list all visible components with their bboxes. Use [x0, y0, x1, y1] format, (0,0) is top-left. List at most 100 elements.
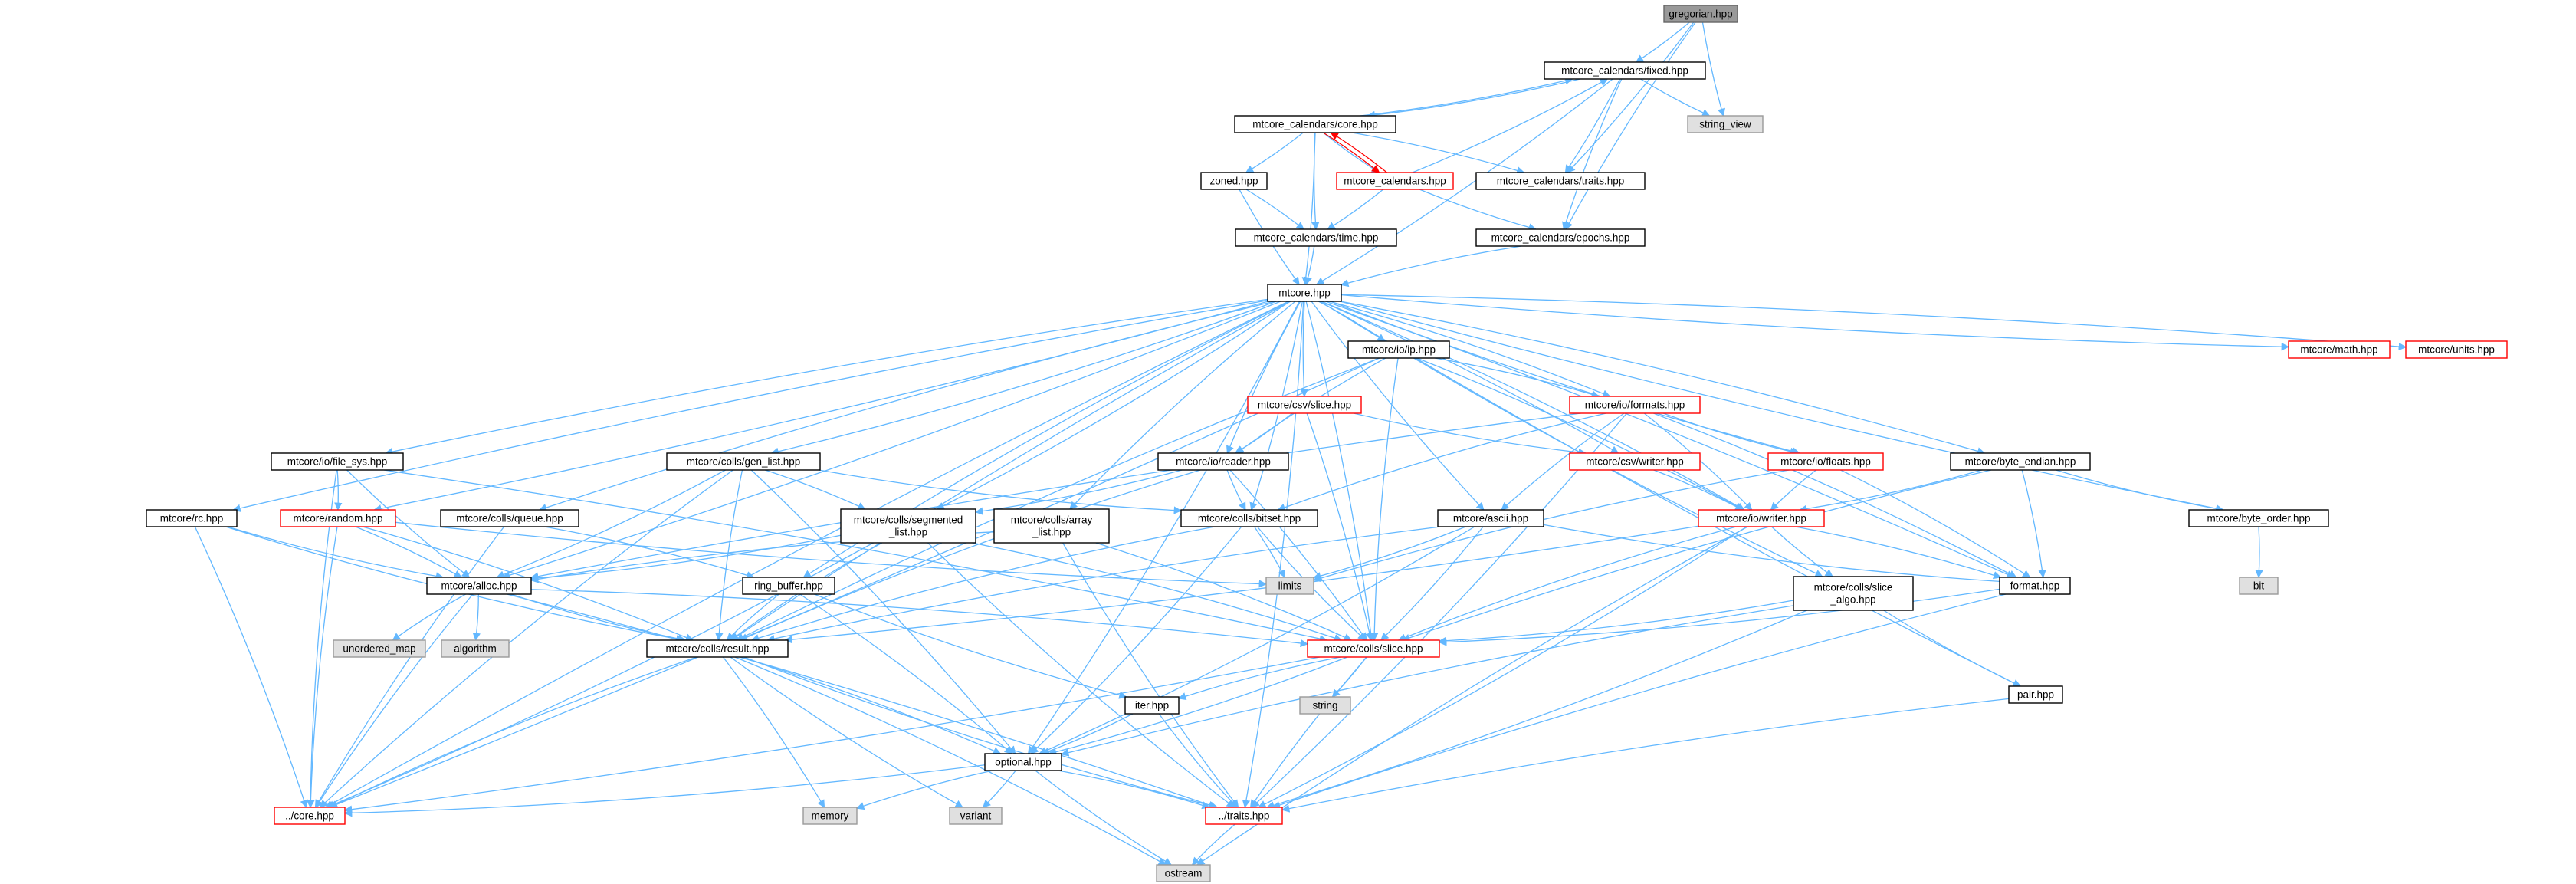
- node-segmented[interactable]: mtcore/colls/segmented_list.hpp: [840, 508, 976, 544]
- node-variant[interactable]: variant: [949, 807, 1003, 825]
- edge-file_sys-to-alloc: [346, 469, 471, 578]
- edge-bitset-to-limits: [1254, 526, 1285, 578]
- node-result[interactable]: mtcore/colls/result.hpp: [646, 639, 789, 658]
- node-floats[interactable]: mtcore/io/floats.hpp: [1767, 452, 1884, 471]
- node-memory[interactable]: memory: [802, 807, 858, 825]
- node-label: unordered_map: [343, 643, 415, 655]
- node-ostream[interactable]: ostream: [1156, 864, 1211, 882]
- edge-ascii-to-colls_slice: [1380, 526, 1484, 641]
- node-slice-algo[interactable]: mtcore/colls/slice_algo.hpp: [1793, 576, 1914, 611]
- node-rc[interactable]: mtcore/rc.hpp: [146, 509, 238, 527]
- node-box: [1544, 61, 1706, 80]
- edge-mtcal-to-core_cal: [1330, 132, 1387, 173]
- node-fixed[interactable]: mtcore_calendars/fixed.hpp: [1544, 61, 1706, 80]
- edge-csv_slice-to-colls_slice: [1306, 412, 1373, 642]
- node-box: [1767, 452, 1884, 471]
- node-unordered-map[interactable]: unordered_map: [333, 639, 426, 658]
- node-traits-hpp[interactable]: ../traits.hpp: [1205, 807, 1283, 825]
- edge-result-to-traits_hpp: [743, 656, 1219, 810]
- edge-segmented-to-traits_hpp: [927, 542, 1235, 808]
- node-label: bit: [2253, 580, 2265, 592]
- node-alloc[interactable]: mtcore/alloc.hpp: [426, 577, 532, 595]
- edge-core_cal-to-traits_cal: [1351, 132, 1525, 175]
- node-reader[interactable]: mtcore/io/reader.hpp: [1157, 452, 1289, 471]
- edge-mtcal-to-fixed: [1412, 78, 1608, 173]
- node-algorithm[interactable]: algorithm: [441, 639, 510, 658]
- node-byte-endian[interactable]: mtcore/byte_endian.hpp: [1950, 452, 2091, 471]
- node-string-view[interactable]: string_view: [1687, 115, 1764, 133]
- node-box: [271, 452, 404, 471]
- edge-io_writer-to-colls_slice: [1397, 526, 1737, 642]
- node-formats[interactable]: mtcore/io/formats.hpp: [1569, 396, 1701, 414]
- node-optional[interactable]: optional.hpp: [984, 753, 1062, 771]
- node-label: mtcore.hpp: [1278, 288, 1331, 299]
- node-label: string: [1312, 700, 1337, 711]
- node-box: [1124, 696, 1180, 715]
- edge-mtcore-to-pair: [1319, 301, 2021, 687]
- node-core-hpp[interactable]: ../core.hpp: [274, 807, 346, 825]
- edge-optional-to-variant: [983, 770, 1016, 808]
- node-units[interactable]: mtcore/units.hpp: [2405, 340, 2508, 359]
- node-label: ../core.hpp: [285, 810, 334, 822]
- node-csv-slice[interactable]: mtcore/csv/slice.hpp: [1247, 396, 1362, 414]
- edge-mtcore-to-random: [373, 301, 1268, 513]
- node-mtcal[interactable]: mtcore_calendars.hpp: [1336, 172, 1454, 190]
- node-box: [1569, 452, 1701, 471]
- node-bitset[interactable]: mtcore/colls/bitset.hpp: [1180, 509, 1318, 527]
- node-ring-buffer[interactable]: ring_buffer.hpp: [742, 577, 835, 595]
- node-queue[interactable]: mtcore/colls/queue.hpp: [440, 509, 579, 527]
- node-label: format.hpp: [2010, 580, 2060, 592]
- node-box: [1698, 509, 1825, 527]
- node-math[interactable]: mtcore/math.hpp: [2288, 340, 2391, 359]
- node-string[interactable]: string: [1299, 696, 1351, 715]
- node-box: [440, 509, 579, 527]
- edge-slice_algo-to-optional: [1060, 605, 1794, 757]
- node-mtcore[interactable]: mtcore.hpp: [1267, 284, 1342, 302]
- node-pair[interactable]: pair.hpp: [2008, 685, 2063, 704]
- node-label: mtcore_calendars/time.hpp: [1254, 232, 1379, 244]
- edge-gen_list-to-core_hpp: [319, 469, 733, 808]
- edge-colls_slice-to-optional: [1048, 656, 1348, 756]
- edge-reader-to-segmented: [974, 469, 1183, 515]
- edge-colls_slice-to-core_hpp: [343, 656, 1321, 813]
- node-traits-cal[interactable]: mtcore_calendars/traits.hpp: [1475, 172, 1646, 190]
- node-label: mtcore/colls/segmented_list.hpp: [854, 514, 963, 538]
- edge-alloc-to-algorithm: [472, 593, 481, 642]
- node-zoned[interactable]: zoned.hpp: [1200, 172, 1268, 190]
- edge-bitset-to-result: [750, 526, 1216, 642]
- node-io-writer[interactable]: mtcore/io/writer.hpp: [1698, 509, 1825, 527]
- node-format[interactable]: format.hpp: [1999, 577, 2071, 595]
- node-core-cal[interactable]: mtcore_calendars/core.hpp: [1234, 115, 1396, 133]
- edge-ring_buffer-to-iter: [814, 593, 1127, 699]
- node-iter[interactable]: iter.hpp: [1124, 696, 1180, 715]
- edge-zoned-to-time: [1245, 189, 1304, 230]
- node-gregorian[interactable]: gregorian.hpp: [1663, 5, 1738, 23]
- edge-optional-to-traits_hpp: [1058, 770, 1210, 810]
- node-ascii[interactable]: mtcore/ascii.hpp: [1437, 509, 1544, 527]
- node-bit[interactable]: bit: [2239, 577, 2279, 595]
- node-box: [1205, 807, 1283, 825]
- node-time[interactable]: mtcore_calendars/time.hpp: [1235, 228, 1397, 247]
- node-box: [2188, 509, 2329, 527]
- node-colls-slice[interactable]: mtcore/colls/slice.hpp: [1307, 639, 1440, 658]
- node-box: [840, 508, 976, 544]
- edge-mtcore-to-formats: [1329, 301, 1611, 398]
- node-box: [666, 452, 821, 471]
- node-byte-order[interactable]: mtcore/byte_order.hpp: [2188, 509, 2329, 527]
- node-random[interactable]: mtcore/random.hpp: [280, 509, 396, 527]
- node-csv-writer[interactable]: mtcore/csv/writer.hpp: [1569, 452, 1701, 471]
- edge-gen_list-to-segmented: [764, 469, 866, 510]
- node-label: mtcore/colls/slice.hpp: [1324, 643, 1423, 655]
- node-limits[interactable]: limits: [1265, 577, 1314, 595]
- node-box: [2008, 685, 2063, 704]
- node-epochs[interactable]: mtcore_calendars/epochs.hpp: [1475, 228, 1646, 247]
- edge-byte_endian-to-io_writer: [1799, 469, 1982, 513]
- edge-optional-to-memory: [856, 770, 993, 810]
- node-ip[interactable]: mtcore/io/ip.hpp: [1347, 340, 1450, 359]
- node-gen-list[interactable]: mtcore/colls/gen_list.hpp: [666, 452, 821, 471]
- edge-reader-to-colls_slice: [1229, 469, 1367, 641]
- node-box: [1235, 228, 1397, 247]
- node-file-sys[interactable]: mtcore/io/file_sys.hpp: [271, 452, 404, 471]
- edge-mtcore-to-colls_slice: [1305, 301, 1375, 642]
- node-array-list[interactable]: mtcore/colls/array_list.hpp: [993, 508, 1110, 544]
